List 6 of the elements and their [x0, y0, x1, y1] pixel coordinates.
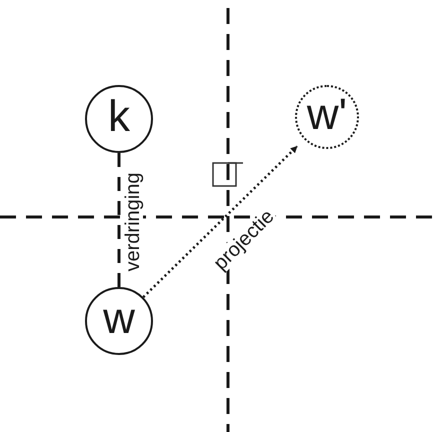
- node-label: w: [103, 297, 135, 341]
- arrow: [142, 146, 298, 298]
- node-label: k: [108, 95, 130, 139]
- edge-label: verdringing: [123, 172, 143, 272]
- connector-line: [118, 153, 120, 287]
- node-label: w': [306, 93, 348, 137]
